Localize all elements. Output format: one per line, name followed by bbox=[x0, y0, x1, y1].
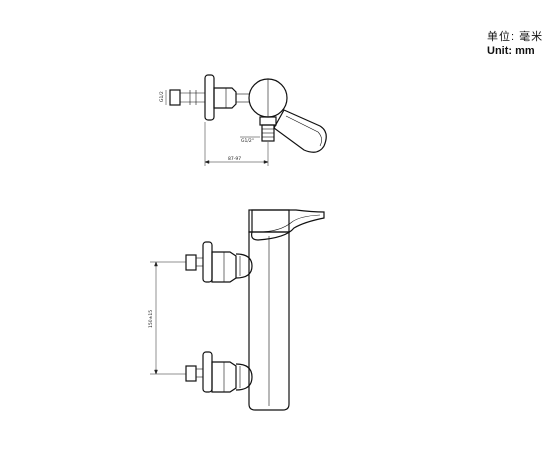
front-upper-inlet bbox=[185, 241, 253, 283]
top-inlet-dim-label: G1/2" bbox=[241, 138, 254, 144]
front-body-column bbox=[248, 231, 290, 411]
top-handle-lever bbox=[273, 109, 327, 153]
front-lower-inlet bbox=[185, 351, 253, 393]
top-wall-flange bbox=[204, 74, 215, 121]
front-view: 150±15 bbox=[148, 209, 325, 411]
unit-label-chinese: 单位: 毫米 bbox=[487, 31, 544, 43]
front-lower-pipe-stub bbox=[185, 365, 197, 382]
unit-legend: 单位: 毫米 Unit: mm bbox=[487, 30, 543, 58]
front-handle bbox=[251, 209, 325, 241]
front-top-cap bbox=[248, 209, 290, 233]
top-outlet-nut bbox=[259, 116, 277, 126]
top-thread-dim-label: G1/2 bbox=[159, 91, 165, 102]
front-centers-dim-label: 150±15 bbox=[148, 310, 154, 328]
front-upper-pipe-stub bbox=[185, 254, 197, 271]
front-lower-flange bbox=[202, 351, 213, 393]
front-lower-union-nut bbox=[235, 363, 253, 391]
top-depth-dim-label: 87-97 bbox=[228, 156, 241, 162]
front-lower-eccentric bbox=[211, 361, 237, 393]
front-upper-flange bbox=[202, 241, 213, 283]
top-view: G1/2 G1/2" 87-97 bbox=[159, 74, 327, 166]
unit-label-english: Unit: mm bbox=[487, 45, 535, 57]
top-pipe-stub bbox=[169, 89, 181, 106]
front-upper-union-nut bbox=[235, 253, 253, 279]
top-eccentric-connector bbox=[213, 87, 237, 109]
